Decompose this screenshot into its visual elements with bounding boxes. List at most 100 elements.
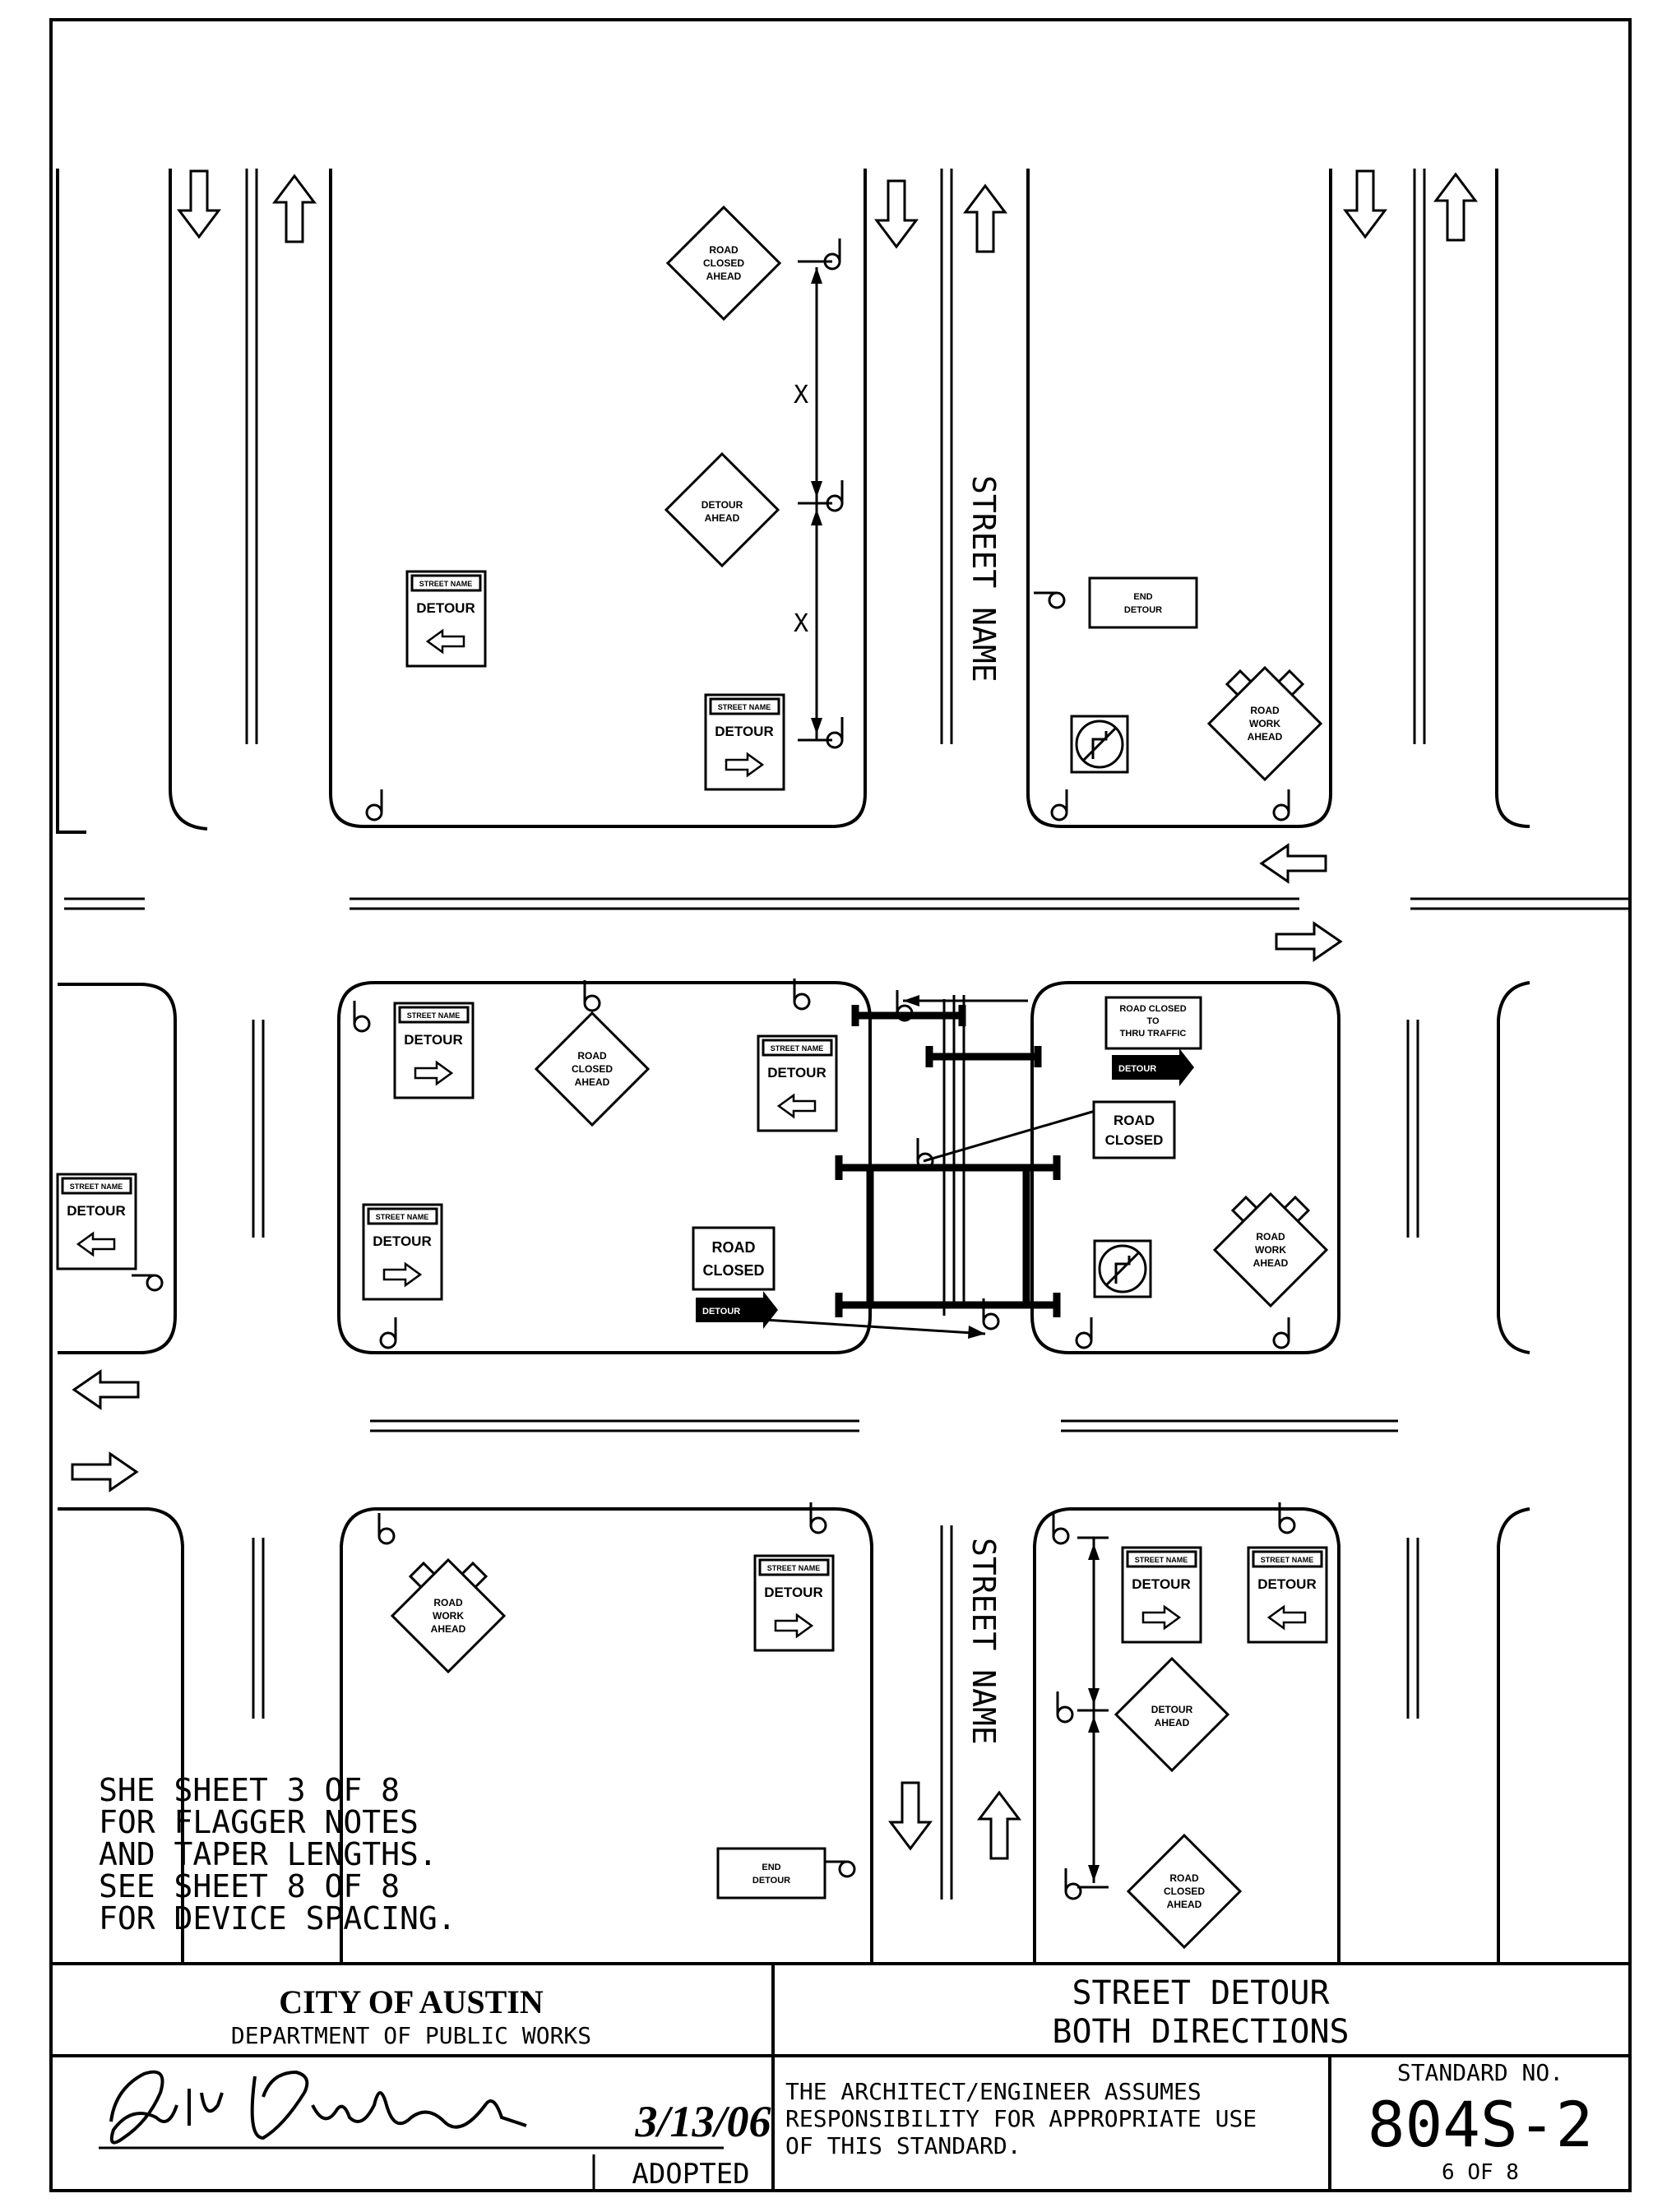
svg-text:STREET NAME: STREET NAME bbox=[767, 1564, 821, 1572]
svg-text:ROAD: ROAD bbox=[1256, 1231, 1285, 1243]
road-work-ahead-sign-3: ROAD WORK AHEAD bbox=[391, 1558, 506, 1673]
road-closed-ahead-sign-3: ROAD CLOSED AHEAD bbox=[1127, 1834, 1242, 1949]
dim-x-lower: X bbox=[794, 609, 808, 638]
svg-text:CLOSED: CLOSED bbox=[1105, 1132, 1164, 1148]
detour-sign-left-2: STREET NAME DETOUR bbox=[757, 1034, 838, 1132]
svg-text:ROAD CLOSED: ROAD CLOSED bbox=[1119, 1004, 1186, 1014]
adopted-label: ADOPTED bbox=[632, 2158, 749, 2191]
adoption-date: 3/13/06 bbox=[634, 2097, 771, 2146]
title-block: CITY OF AUSTIN DEPARTMENT OF PUBLIC WORK… bbox=[51, 1964, 1630, 2191]
standard-label: STANDARD NO. bbox=[1397, 2059, 1563, 2086]
street-name-lower: STREET NAME bbox=[965, 1538, 1002, 1745]
svg-text:AHEAD: AHEAD bbox=[1155, 1717, 1190, 1728]
svg-text:ROAD: ROAD bbox=[1169, 1872, 1199, 1884]
road-work-ahead-sign-2: ROAD WORK AHEAD bbox=[1213, 1192, 1328, 1307]
agency-name: CITY OF AUSTIN bbox=[279, 1983, 544, 2020]
detour-ahead-sign-1: DETOUR AHEAD bbox=[664, 452, 780, 567]
svg-text:STREET NAME: STREET NAME bbox=[1261, 1556, 1314, 1564]
svg-text:CLOSED: CLOSED bbox=[572, 1063, 613, 1075]
svg-text:ROAD: ROAD bbox=[712, 1239, 756, 1256]
svg-text:WORK: WORK bbox=[1249, 718, 1280, 729]
standard-number: 804S-2 bbox=[1368, 2088, 1594, 2161]
signature bbox=[109, 2070, 527, 2145]
svg-text:DETOUR: DETOUR bbox=[752, 1876, 790, 1886]
svg-text:CLOSED: CLOSED bbox=[703, 257, 744, 269]
svg-text:END: END bbox=[762, 1863, 780, 1872]
svg-text:ROAD: ROAD bbox=[709, 244, 739, 256]
disclaimer-line-3: OF THIS STANDARD. bbox=[785, 2132, 1021, 2159]
road-work-ahead-sign-1: ROAD WORK AHEAD bbox=[1207, 666, 1322, 781]
svg-text:STREET NAME: STREET NAME bbox=[1135, 1556, 1188, 1564]
note-line-5: FOR DEVICE SPACING. bbox=[99, 1900, 456, 1937]
sheet-number: 6 OF 8 bbox=[1442, 2160, 1519, 2185]
svg-text:WORK: WORK bbox=[433, 1610, 464, 1622]
svg-text:ROAD: ROAD bbox=[1250, 705, 1280, 716]
detour-sign-left-4: STREET NAME DETOUR bbox=[1247, 1546, 1328, 1644]
svg-text:DETOUR: DETOUR bbox=[67, 1203, 125, 1219]
svg-text:AHEAD: AHEAD bbox=[1167, 1899, 1202, 1910]
svg-text:STREET NAME: STREET NAME bbox=[70, 1182, 123, 1191]
road-closed-sign-1: ROAD CLOSED bbox=[1092, 1100, 1176, 1159]
general-notes: SHE SHEET 3 OF 8 FOR FLAGGER NOTES AND T… bbox=[99, 1772, 456, 1937]
note-line-3: AND TAPER LENGTHS. bbox=[99, 1836, 438, 1872]
svg-text:DETOUR: DETOUR bbox=[701, 499, 743, 511]
note-line-1: SHE SHEET 3 OF 8 bbox=[99, 1772, 400, 1808]
curb-lines bbox=[56, 169, 1530, 1964]
svg-text:DETOUR: DETOUR bbox=[1257, 1576, 1316, 1592]
detour-arrow-panel-2: DETOUR bbox=[696, 1291, 778, 1329]
detour-sign-right-1: STREET NAME DETOUR bbox=[704, 693, 785, 791]
svg-text:TO: TO bbox=[1146, 1016, 1160, 1026]
svg-text:THRU TRAFFIC: THRU TRAFFIC bbox=[1120, 1029, 1187, 1039]
detour-arrow-panel-1: DETOUR bbox=[1112, 1048, 1194, 1086]
svg-text:ROAD: ROAD bbox=[433, 1597, 463, 1608]
detour-ahead-sign-2: DETOUR AHEAD bbox=[1114, 1657, 1229, 1772]
detour-sign-right-3: STREET NAME DETOUR bbox=[362, 1203, 443, 1301]
svg-text:CLOSED: CLOSED bbox=[702, 1262, 764, 1279]
disclaimer-line-1: THE ARCHITECT/ENGINEER ASSUMES bbox=[785, 2078, 1202, 2105]
svg-text:AHEAD: AHEAD bbox=[431, 1623, 466, 1635]
svg-text:ROAD: ROAD bbox=[577, 1050, 607, 1062]
svg-text:STREET NAME: STREET NAME bbox=[419, 580, 473, 588]
svg-text:DETOUR: DETOUR bbox=[702, 1307, 740, 1317]
svg-text:STREET NAME: STREET NAME bbox=[376, 1213, 429, 1221]
sheet-border bbox=[49, 18, 1632, 2192]
detour-sign-right-2: STREET NAME DETOUR bbox=[393, 1002, 475, 1099]
street-name-labels: STREET NAME STREET NAME bbox=[965, 475, 1002, 1745]
detour-sign-right-4: STREET NAME DETOUR bbox=[753, 1554, 835, 1652]
svg-text:WORK: WORK bbox=[1255, 1244, 1286, 1256]
road-closed-ahead-sign-1: ROAD CLOSED AHEAD bbox=[666, 206, 781, 321]
drawing-title-line-1: STREET DETOUR bbox=[1072, 1974, 1330, 2012]
device-spacing-dimensions: X X bbox=[794, 260, 1109, 1889]
no-left-turn-sign-2 bbox=[1093, 1239, 1152, 1298]
end-detour-sign-1: END DETOUR bbox=[1088, 576, 1198, 629]
svg-text:AHEAD: AHEAD bbox=[706, 271, 742, 282]
barricades bbox=[764, 995, 1099, 1339]
svg-text:AHEAD: AHEAD bbox=[575, 1076, 610, 1088]
svg-text:DETOUR: DETOUR bbox=[764, 1585, 822, 1600]
road-closed-thru-traffic-sign: ROAD CLOSED TO THRU TRAFFIC bbox=[1104, 996, 1202, 1050]
svg-text:STREET NAME: STREET NAME bbox=[771, 1044, 824, 1053]
svg-text:DETOUR: DETOUR bbox=[1151, 1704, 1193, 1715]
note-line-2: FOR FLAGGER NOTES bbox=[99, 1804, 419, 1840]
svg-text:STREET NAME: STREET NAME bbox=[407, 1011, 461, 1020]
svg-text:DETOUR: DETOUR bbox=[404, 1032, 462, 1048]
svg-text:DETOUR: DETOUR bbox=[715, 724, 773, 739]
end-detour-sign-2: END DETOUR bbox=[716, 1847, 826, 1900]
svg-text:DETOUR: DETOUR bbox=[767, 1065, 826, 1081]
svg-text:AHEAD: AHEAD bbox=[1248, 731, 1283, 743]
svg-text:END: END bbox=[1133, 592, 1152, 602]
detour-sign-left-1: STREET NAME DETOUR bbox=[405, 570, 487, 668]
center-lines bbox=[64, 169, 1628, 1900]
svg-text:AHEAD: AHEAD bbox=[1253, 1257, 1289, 1269]
svg-text:AHEAD: AHEAD bbox=[705, 512, 740, 524]
note-line-4: SEE SHEET 8 OF 8 bbox=[99, 1868, 400, 1904]
road-closed-sign-2: ROAD CLOSED bbox=[692, 1226, 776, 1291]
dim-x-upper: X bbox=[794, 381, 808, 410]
svg-text:DETOUR: DETOUR bbox=[416, 600, 475, 616]
svg-text:DETOUR: DETOUR bbox=[1132, 1576, 1190, 1592]
no-left-turn-sign-1 bbox=[1070, 715, 1129, 774]
svg-text:ROAD: ROAD bbox=[1114, 1113, 1155, 1128]
road-closed-ahead-sign-2: ROAD CLOSED AHEAD bbox=[535, 1011, 650, 1127]
drawing-title-line-2: BOTH DIRECTIONS bbox=[1052, 2013, 1349, 2051]
